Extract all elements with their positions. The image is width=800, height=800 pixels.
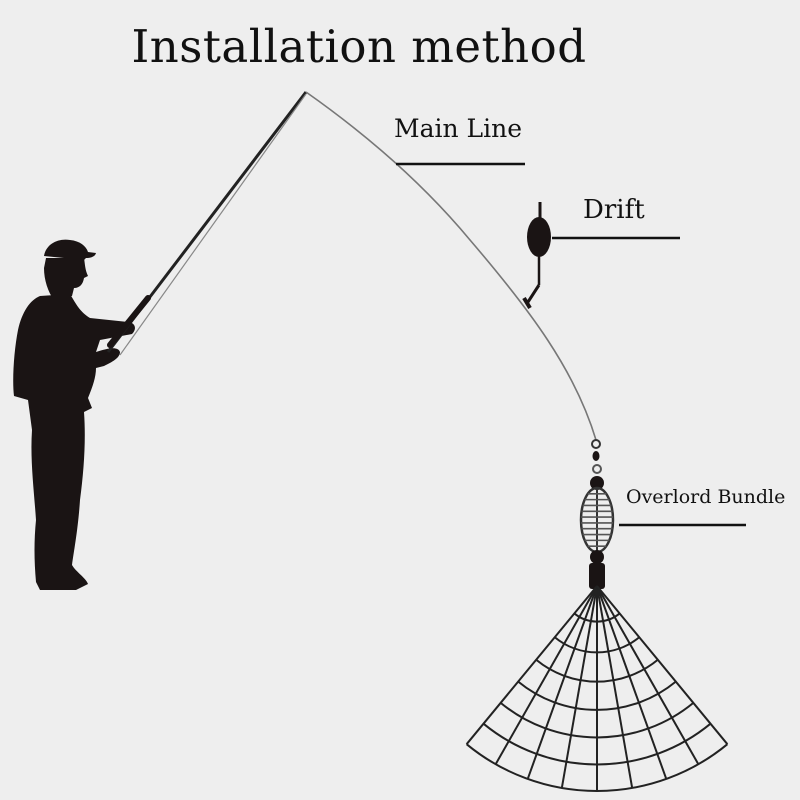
- net-ring: [535, 659, 659, 683]
- net-spoke: [596, 585, 729, 745]
- overlord-bundle-label: Overlord Bundle: [626, 486, 786, 508]
- net-ring: [517, 680, 677, 711]
- rod-butt: [107, 295, 151, 348]
- drift-float: [522, 202, 551, 310]
- rod-line: [119, 93, 307, 356]
- net-ring: [482, 722, 712, 766]
- net-spoke: [596, 585, 668, 780]
- net-ring: [554, 636, 640, 654]
- net-spoke: [596, 585, 634, 789]
- fishing-net: [465, 585, 729, 792]
- fisherman-silhouette: [13, 239, 135, 590]
- net-spoke: [465, 585, 598, 745]
- bundle-cage: [579, 486, 615, 554]
- overlord-bundle: [579, 439, 615, 589]
- net-ring: [573, 612, 621, 623]
- page-title: Installation method: [131, 20, 587, 73]
- net-spoke: [560, 585, 598, 789]
- net-spoke: [526, 585, 598, 780]
- net-spoke: [596, 585, 700, 765]
- main-line: [305, 91, 597, 441]
- net-ring: [500, 702, 694, 739]
- main-line-label: Main Line: [394, 114, 523, 143]
- net-spoke: [494, 585, 598, 765]
- net-ring: [465, 743, 729, 792]
- drift-label: Drift: [583, 195, 645, 225]
